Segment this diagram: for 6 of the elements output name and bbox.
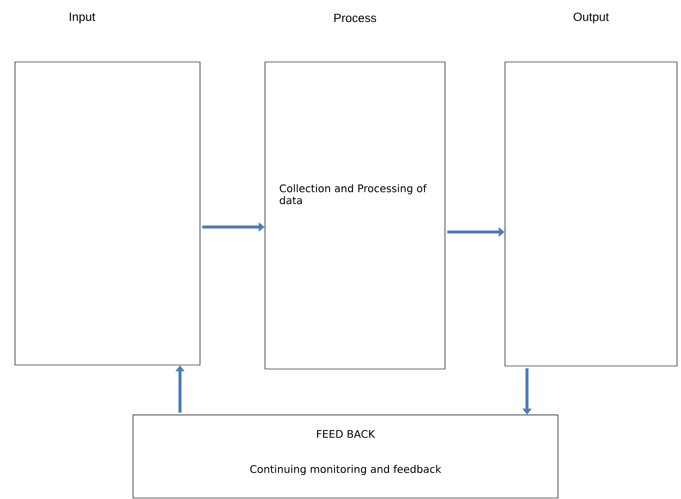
column-heading: Process: [334, 14, 376, 22]
box-text: Collection and Processing of data: [280, 184, 427, 204]
column-heading: Output: [574, 12, 609, 24]
column-heading: Input: [70, 12, 96, 24]
box-heading: FEED BACK: [317, 430, 376, 438]
box-text: Continuing monitoring and feedback: [250, 464, 442, 476]
